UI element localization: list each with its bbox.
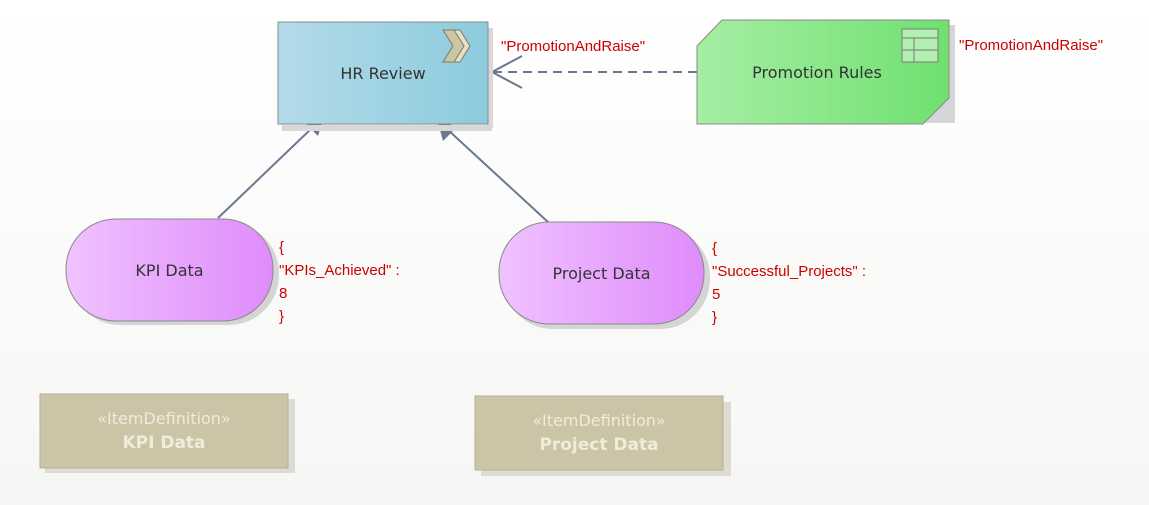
json-close: } <box>712 309 718 326</box>
table-icon <box>901 28 939 63</box>
json-open: { <box>279 239 285 256</box>
json-open: { <box>712 240 718 257</box>
item-definition-stereotype: «ItemDefinition» <box>97 409 231 428</box>
json-value: 8 <box>279 285 288 302</box>
kpi-value-block: { "KPIs_Achieved" : 8 } <box>279 236 400 328</box>
information-requirement-kpi[interactable] <box>217 116 324 219</box>
item-definition-name: KPI Data <box>122 433 206 453</box>
json-key: "Successful_Projects" : <box>712 263 867 280</box>
knowledge-label: "PromotionAndRaise" <box>959 37 1104 54</box>
item-definition-name: Project Data <box>539 435 659 455</box>
dependency-label: "PromotionAndRaise" <box>501 38 646 55</box>
project-value-block: { "Successful_Projects" : 5 } <box>712 237 866 329</box>
information-requirement-project[interactable] <box>437 119 549 223</box>
input-data-node-project[interactable] <box>498 221 710 329</box>
input-data-node-kpi[interactable] <box>65 218 279 325</box>
knowledge-requirement-connector[interactable] <box>489 55 697 89</box>
knowledge-model-node[interactable] <box>696 19 955 125</box>
item-definition-kpi-text: «ItemDefinition» KPI Data <box>40 394 288 468</box>
item-definition-project-text: «ItemDefinition» Project Data <box>475 396 723 470</box>
json-key: "KPIs_Achieved" : <box>279 262 400 279</box>
item-definition-project[interactable] <box>474 395 731 476</box>
item-definition-kpi[interactable] <box>39 393 295 473</box>
json-close: } <box>279 308 285 325</box>
json-value: 5 <box>712 286 721 303</box>
chevron-double-icon <box>442 29 471 63</box>
item-definition-stereotype: «ItemDefinition» <box>532 411 666 430</box>
